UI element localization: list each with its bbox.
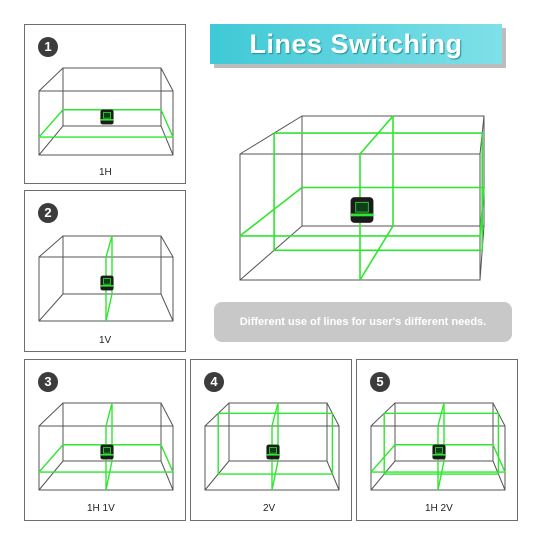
laser-line-horizontal — [160, 444, 174, 473]
box-edge — [38, 235, 64, 258]
device-window — [269, 447, 278, 454]
device-window — [355, 201, 369, 213]
laser-level-device — [100, 444, 114, 460]
panel-number-badge: 1 — [38, 37, 58, 57]
panel-1: 1 1H — [24, 24, 186, 184]
panel-label: 1H 2V — [425, 503, 453, 514]
laser-line-vertical — [105, 460, 113, 491]
laser-box-diagram-main — [239, 115, 485, 281]
box-edge — [160, 460, 174, 491]
laser-line-vertical — [271, 460, 279, 491]
box-edge — [160, 235, 174, 258]
box-edge — [160, 67, 174, 92]
laser-line-vertical — [437, 460, 445, 491]
laser-box-diagram — [38, 235, 174, 322]
laser-line-horizontal — [239, 186, 303, 237]
panel-4: 4 2V — [190, 359, 352, 521]
laser-line-vertical — [105, 402, 113, 427]
box-edge — [492, 460, 506, 491]
main-illustration — [232, 112, 496, 288]
box-edge — [370, 460, 396, 491]
laser-line-vertical — [105, 235, 113, 258]
box-edge — [370, 402, 396, 427]
box-edge — [204, 460, 230, 491]
device-window — [103, 447, 112, 454]
panel-label: 2V — [263, 503, 276, 514]
device-window — [103, 112, 112, 119]
panel-2: 2 1V — [24, 190, 186, 352]
box-edge — [38, 460, 64, 491]
device-stripe — [100, 454, 114, 456]
laser-line-horizontal — [38, 444, 64, 473]
laser-line-vertical — [359, 225, 394, 281]
laser-box-diagram — [38, 67, 174, 156]
box-edge — [160, 125, 174, 156]
title-banner: Lines Switching — [210, 24, 506, 68]
device-stripe — [266, 454, 280, 456]
panel-number-badge: 5 — [370, 372, 390, 392]
box-edge — [38, 402, 64, 427]
laser-box-diagram — [204, 402, 340, 491]
laser-level-device — [266, 444, 280, 460]
panel-label: 1H — [99, 167, 112, 178]
laser-box-diagram — [38, 402, 174, 491]
box-edge — [479, 225, 485, 281]
box-edge — [239, 225, 303, 281]
page-title: Lines Switching — [210, 24, 502, 64]
laser-line-vertical — [437, 402, 445, 427]
laser-line-horizontal — [38, 109, 64, 138]
box-edge — [38, 125, 64, 156]
panel-5: 5 1H 2V — [356, 359, 518, 521]
box-edge — [326, 460, 340, 491]
panel-label: 1H 1V — [87, 503, 115, 514]
device-stripe — [350, 213, 374, 217]
box-edge — [38, 293, 64, 322]
device-stripe — [100, 285, 114, 287]
device-stripe — [432, 454, 446, 456]
device-stripe — [100, 119, 114, 121]
laser-line-horizontal — [370, 444, 396, 473]
box-edge — [160, 293, 174, 322]
laser-level-device — [100, 109, 114, 125]
panel-number-badge: 4 — [204, 372, 224, 392]
laser-line-vertical — [359, 115, 394, 155]
panel-number-badge: 2 — [38, 203, 58, 223]
device-window — [435, 447, 444, 454]
laser-line-vertical — [105, 293, 113, 322]
box-edge — [38, 67, 64, 92]
laser-level-device — [432, 444, 446, 460]
box-front-edge — [38, 90, 174, 156]
panel-label: 1V — [99, 335, 112, 346]
device-window — [103, 278, 112, 285]
laser-box-diagram — [370, 402, 506, 491]
box-edge — [239, 115, 303, 155]
panel-number-badge: 3 — [38, 372, 58, 392]
laser-line-horizontal — [160, 109, 174, 138]
subtitle-banner: Different use of lines for user's differ… — [214, 302, 512, 342]
laser-level-device — [350, 197, 374, 223]
laser-level-device — [100, 275, 114, 291]
box-back-edge — [62, 67, 162, 127]
laser-line-vertical — [271, 402, 279, 427]
panel-3: 3 1H 1V — [24, 359, 186, 521]
box-edge — [204, 402, 230, 427]
box-edge — [160, 402, 174, 427]
